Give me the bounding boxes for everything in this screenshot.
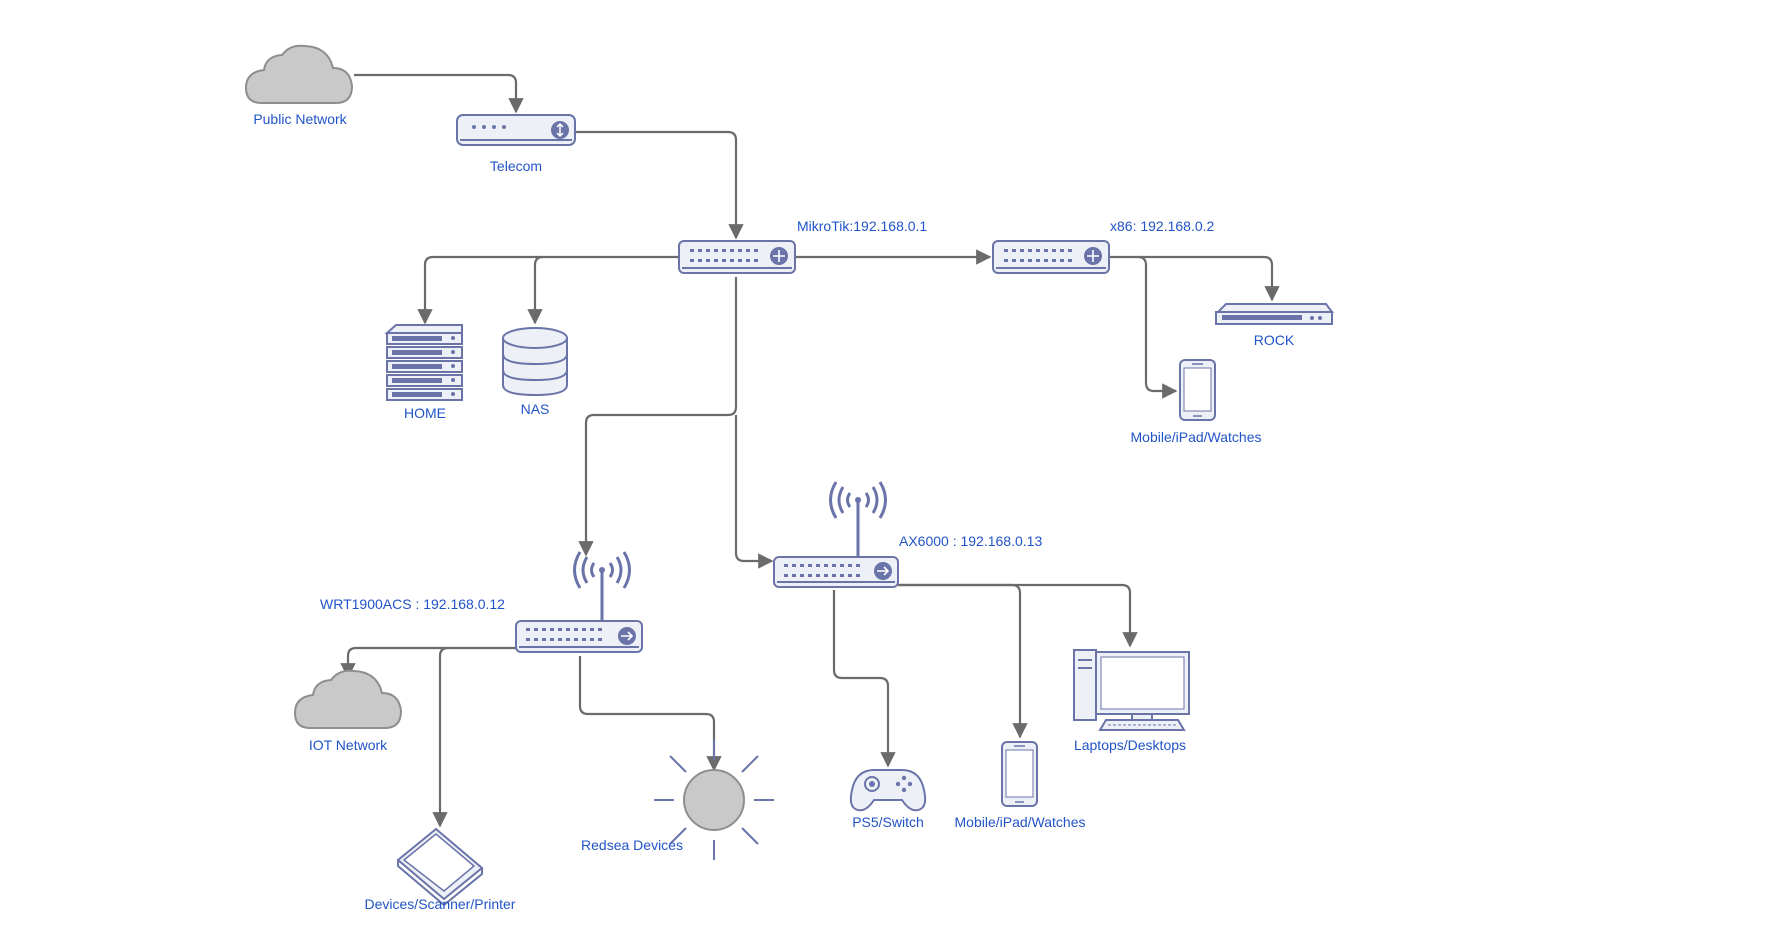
cloud-icon (293, 669, 403, 729)
mikrotik-label: MikroTik:192.168.0.1 (797, 218, 927, 234)
smartphone-icon (1001, 741, 1038, 807)
connections (340, 73, 1280, 828)
sun-icon (654, 740, 774, 860)
scanner-icon (396, 827, 484, 907)
wifi-router-icon (515, 551, 643, 653)
wifi-router-icon (773, 481, 899, 588)
database-icon (502, 327, 568, 397)
mobile-label: Mobile/iPad/Watches (955, 814, 1086, 830)
ps5-label: PS5/Switch (852, 814, 924, 830)
x86-label: x86: 192.168.0.2 (1110, 218, 1215, 234)
router-icon (992, 240, 1110, 274)
edge-public-to-telecom (354, 73, 524, 114)
nas-label: NAS (521, 401, 550, 417)
desktop-computer-icon (1073, 649, 1190, 731)
scanner-label: Devices/Scanner/Printer (365, 896, 516, 912)
telecom-label: Telecom (490, 158, 542, 174)
cloud-icon (244, 44, 354, 104)
router-icon (678, 240, 796, 274)
rack-server-icon (1215, 303, 1334, 325)
edge-wrt-to-scanner (432, 646, 449, 828)
home-label: HOME (404, 405, 446, 421)
mobile-label: Mobile/iPad/Watches (1131, 429, 1262, 445)
edge-x86-to-rock (1110, 255, 1280, 302)
edge-x86-to-mobile (1137, 255, 1178, 399)
iot-network-label: IOT Network (309, 737, 388, 753)
edge-wrt-to-iot (340, 646, 516, 679)
edge-mikrotik-to-ax6000 (734, 415, 774, 569)
edge-mikrotik-to-nas (527, 255, 544, 325)
gamepad-icon (849, 769, 927, 812)
public-network-label: Public Network (253, 111, 347, 127)
edge-mikrotik-to-home (417, 255, 678, 325)
edge-wrt-to-redsea (578, 656, 722, 772)
modem-icon (456, 114, 576, 146)
smartphone-icon (1179, 359, 1216, 421)
server-rack-icon (384, 324, 463, 401)
edge-ax-to-laptops (898, 583, 1138, 648)
ax6000-label: AX6000 : 192.168.0.13 (899, 533, 1042, 549)
edge-ax-to-ps5 (832, 590, 896, 768)
redsea-label: Redsea Devices (581, 837, 683, 853)
laptops-label: Laptops/Desktops (1074, 737, 1186, 753)
edge-mikrotik-to-wrt (578, 277, 738, 557)
wrt1900-label: WRT1900ACS : 192.168.0.12 (320, 596, 505, 612)
edge-ax-to-mobile (898, 583, 1028, 739)
edge-telecom-to-mikrotik (576, 130, 744, 240)
rock-label: ROCK (1254, 332, 1295, 348)
